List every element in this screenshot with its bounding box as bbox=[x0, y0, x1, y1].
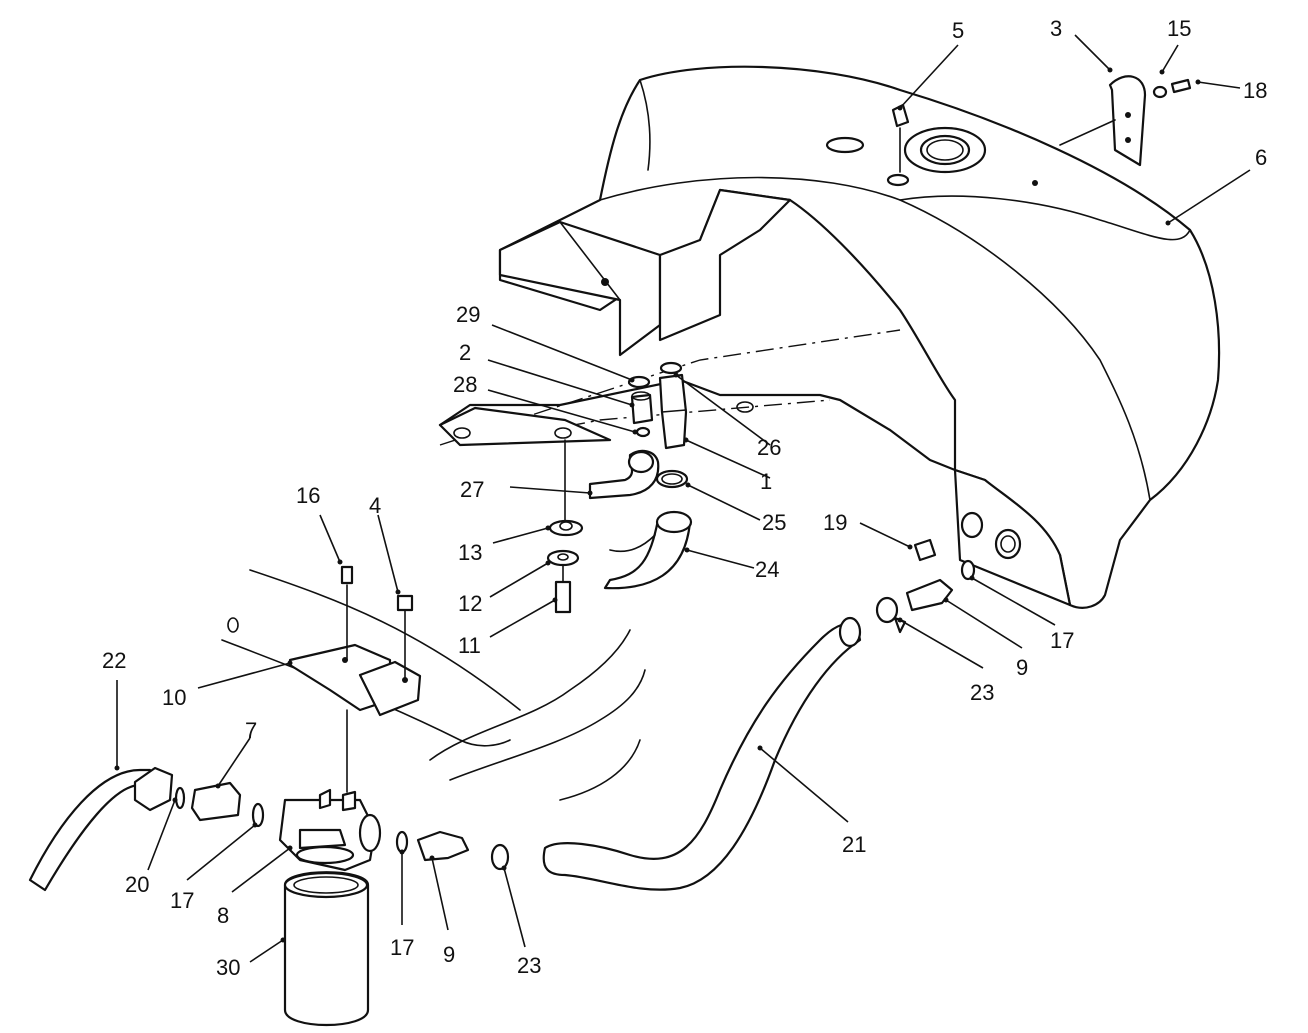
callout-16: 16 bbox=[296, 483, 320, 508]
callout-24: 24 bbox=[755, 557, 779, 582]
tank-bracket bbox=[1059, 75, 1192, 167]
callout-29: 29 bbox=[456, 302, 480, 327]
callout-23-bottom: 23 bbox=[517, 953, 541, 978]
callout-26: 26 bbox=[757, 435, 781, 460]
callout-21: 21 bbox=[842, 832, 866, 857]
callout-7: 7 bbox=[245, 718, 257, 743]
leader-dots bbox=[114, 67, 1201, 943]
callout-27: 27 bbox=[460, 477, 484, 502]
callout-12: 12 bbox=[458, 591, 482, 616]
callout-5: 5 bbox=[952, 18, 964, 43]
tank-side-fittings bbox=[875, 538, 976, 634]
callout-28: 28 bbox=[453, 372, 477, 397]
callout-22: 22 bbox=[102, 648, 126, 673]
fuel-line-left bbox=[28, 766, 265, 892]
callout-25: 25 bbox=[762, 510, 786, 535]
callout-6: 6 bbox=[1255, 145, 1267, 170]
callout-20: 20 bbox=[125, 872, 149, 897]
callout-9-bottom: 9 bbox=[443, 942, 455, 967]
callout-17-bottom: 17 bbox=[390, 935, 414, 960]
callout-1: 1 bbox=[760, 469, 772, 494]
callout-8: 8 bbox=[217, 903, 229, 928]
filter-head bbox=[278, 709, 382, 872]
callout-10: 10 bbox=[162, 685, 186, 710]
callout-30: 30 bbox=[216, 955, 240, 980]
callout-17-tank: 17 bbox=[1050, 628, 1074, 653]
callout-11: 11 bbox=[458, 633, 481, 658]
callout-labels: 5 3 15 18 6 29 2 28 26 1 27 25 13 24 12 … bbox=[102, 16, 1267, 980]
filter-bracket bbox=[221, 565, 521, 747]
main-hose bbox=[542, 616, 862, 891]
callout-18: 18 bbox=[1243, 78, 1267, 103]
callout-13: 13 bbox=[458, 540, 482, 565]
hose-short bbox=[603, 510, 693, 590]
leader-lines bbox=[116, 34, 1251, 963]
filter-outlet-fittings bbox=[395, 830, 510, 871]
fuel-line-elbow bbox=[588, 449, 689, 500]
return-hose bbox=[429, 629, 646, 801]
callout-4: 4 bbox=[369, 493, 381, 518]
callout-3: 3 bbox=[1050, 16, 1062, 41]
tank-fittings bbox=[627, 361, 688, 450]
vent-plug bbox=[891, 103, 910, 173]
fuel-tank bbox=[498, 65, 1221, 609]
callout-15: 15 bbox=[1167, 16, 1191, 41]
fuel-filter bbox=[283, 871, 370, 1027]
mount-hardware bbox=[546, 439, 584, 614]
callout-2: 2 bbox=[459, 340, 471, 365]
callout-23-tank: 23 bbox=[970, 680, 994, 705]
callout-19: 19 bbox=[823, 510, 847, 535]
callout-17-left: 17 bbox=[170, 888, 194, 913]
callout-9-tank: 9 bbox=[1016, 655, 1028, 680]
frame-rail bbox=[438, 329, 957, 472]
